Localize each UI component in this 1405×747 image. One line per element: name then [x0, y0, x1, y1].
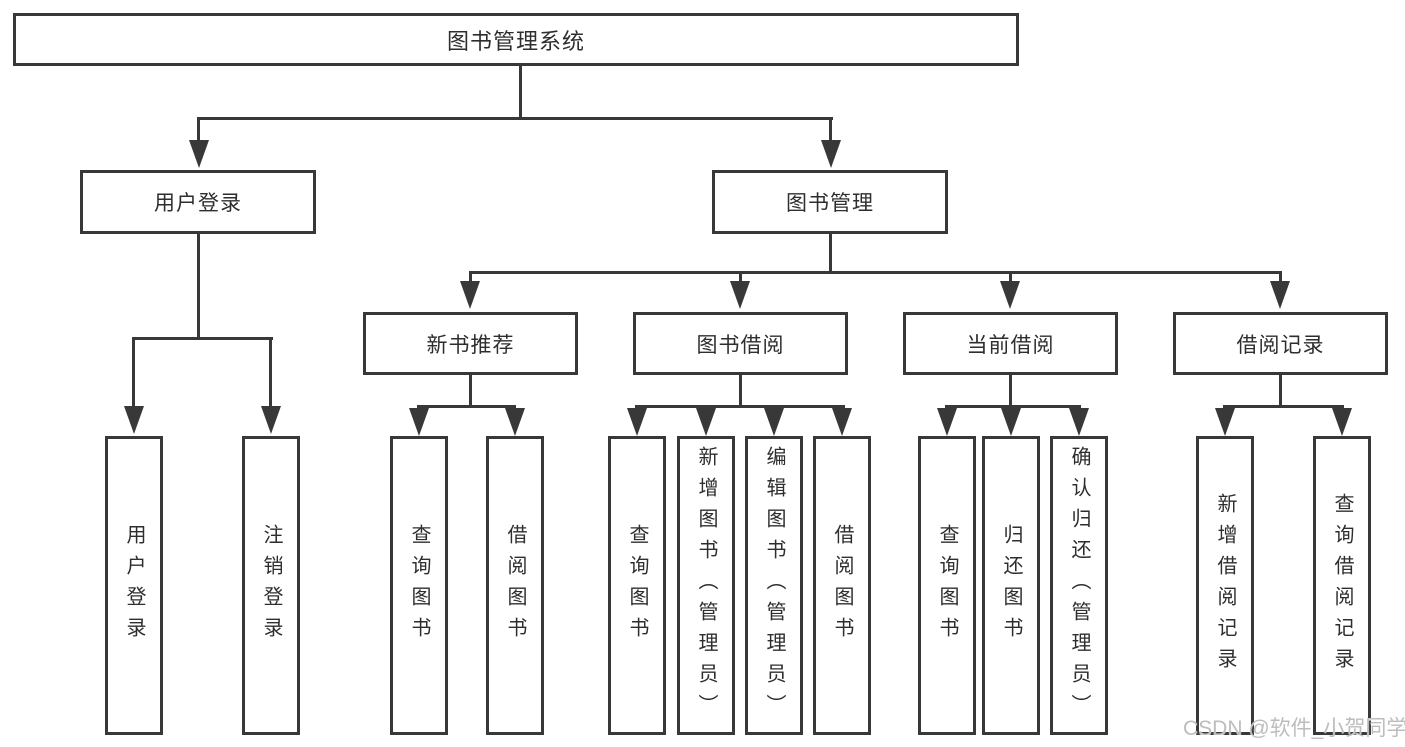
node-label: 新书推荐 — [426, 333, 515, 357]
connector-line — [197, 120, 200, 142]
connector-line — [269, 340, 272, 406]
connector-line — [945, 405, 1081, 408]
node-label: 图书借阅 — [696, 333, 785, 357]
arrowhead-down-icon — [1270, 281, 1290, 309]
leaf-borrow-books: 借阅图书 — [486, 436, 544, 735]
node-label: 借阅图书 — [831, 523, 853, 648]
node-label: 用户登录 — [154, 192, 242, 215]
arrowhead-down-icon — [189, 140, 209, 168]
connector-line — [469, 375, 472, 407]
node-borrowing-records: 借阅记录 — [1173, 312, 1388, 375]
connector-line — [1279, 375, 1282, 407]
arrowhead-down-icon — [1215, 408, 1235, 436]
arrowhead-down-icon — [832, 408, 852, 436]
arrowhead-down-icon — [460, 281, 480, 309]
node-label: 当前借阅 — [966, 333, 1055, 357]
node-label: 图书管理 — [786, 192, 874, 215]
watermark: CSDN @软件_小贺同学 — [1183, 717, 1405, 740]
node-label: 编辑图书（管理员） — [763, 446, 785, 725]
leaf-query-borrow-record: 查询借阅记录 — [1313, 436, 1371, 735]
leaf-add-borrow-record: 新增借阅记录 — [1196, 436, 1254, 735]
arrowhead-down-icon — [124, 406, 144, 434]
leaf-add-books-admin: 新增图书（管理员） — [677, 436, 735, 735]
connector-line — [519, 66, 522, 118]
node-label: 查询图书 — [408, 523, 430, 648]
node-book-borrowing: 图书借阅 — [633, 312, 848, 375]
connector-line — [469, 271, 1282, 274]
node-label: 图书管理系统 — [446, 28, 585, 54]
leaf-query-books: 查询图书 — [390, 436, 448, 735]
connector-line — [829, 120, 832, 142]
arrowhead-down-icon — [730, 281, 750, 309]
connector-line — [132, 337, 273, 340]
arrowhead-down-icon — [764, 408, 784, 436]
node-label: 确认归还（管理员） — [1068, 446, 1090, 725]
node-label: 用户登录 — [123, 523, 145, 648]
leaf-edit-books-admin: 编辑图书（管理员） — [745, 436, 803, 735]
arrowhead-down-icon — [627, 408, 647, 436]
connector-line — [1009, 274, 1012, 282]
node-label: 查询图书 — [626, 523, 648, 648]
leaf-confirm-return-admin: 确认归还（管理员） — [1050, 436, 1108, 735]
arrowhead-down-icon — [696, 408, 716, 436]
connector-line — [635, 405, 845, 408]
node-new-book-recommendation: 新书推荐 — [363, 312, 578, 375]
node-label: 注销登录 — [260, 523, 282, 648]
arrowhead-down-icon — [1001, 408, 1021, 436]
connector-line — [197, 234, 200, 338]
node-label: 新增图书（管理员） — [695, 446, 717, 725]
arrowhead-down-icon — [1332, 408, 1352, 436]
node-label: 借阅图书 — [504, 523, 526, 648]
arrowhead-down-icon — [1000, 281, 1020, 309]
connector-line — [739, 274, 742, 282]
connector-line — [1223, 405, 1344, 408]
leaf-query-books: 查询图书 — [608, 436, 666, 735]
connector-line — [1009, 375, 1012, 407]
node-label: 查询图书 — [936, 523, 958, 648]
connector-line — [469, 274, 472, 282]
connector-line — [1279, 274, 1282, 282]
connector-line — [132, 340, 135, 406]
arrowhead-down-icon — [409, 408, 429, 436]
node-current-borrowing: 当前借阅 — [903, 312, 1118, 375]
arrowhead-down-icon — [505, 408, 525, 436]
connector-line — [829, 234, 832, 274]
connector-line — [739, 375, 742, 407]
leaf-user-login: 用户登录 — [105, 436, 163, 735]
connector-line — [197, 117, 833, 120]
arrowhead-down-icon — [937, 408, 957, 436]
leaf-return-books: 归还图书 — [982, 436, 1040, 735]
node-book-management: 图书管理 — [712, 170, 948, 234]
node-user-login: 用户登录 — [80, 170, 316, 234]
arrowhead-down-icon — [261, 406, 281, 434]
node-label: 归还图书 — [1000, 523, 1022, 648]
leaf-query-books: 查询图书 — [918, 436, 976, 735]
leaf-logout: 注销登录 — [242, 436, 300, 735]
connector-line — [417, 405, 516, 408]
node-label: 新增借阅记录 — [1214, 492, 1236, 679]
arrowhead-down-icon — [1069, 408, 1089, 436]
arrowhead-down-icon — [821, 140, 841, 168]
node-library-management-system: 图书管理系统 — [13, 13, 1019, 66]
node-label: 查询借阅记录 — [1331, 492, 1353, 679]
leaf-borrow-books: 借阅图书 — [813, 436, 871, 735]
node-label: 借阅记录 — [1236, 333, 1325, 357]
